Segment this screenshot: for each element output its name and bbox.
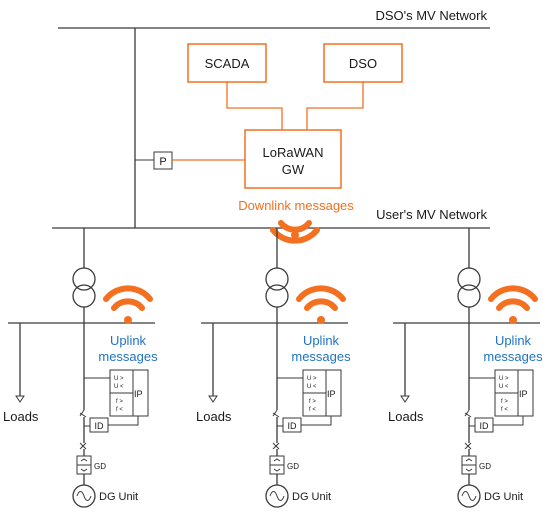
gd-label: GD <box>287 462 299 471</box>
uplink-label-line2: messages <box>98 349 158 364</box>
ip-f-under: f < <box>501 407 508 413</box>
ip-u-under: U < <box>499 384 509 390</box>
ip-label: IP <box>134 389 143 399</box>
uplink-label-line2: messages <box>483 349 543 364</box>
downlink-wifi-icon <box>270 220 320 244</box>
gd-label: GD <box>94 462 106 471</box>
ip-f-over: f > <box>309 399 316 405</box>
gd-label: GD <box>479 462 491 471</box>
dso-to-gateway-link <box>306 82 364 130</box>
ip-u-over: U > <box>499 376 509 382</box>
gateway-label-line1: LoRaWAN <box>263 145 324 160</box>
dso-label: DSO <box>349 56 377 71</box>
loads-label: Loads <box>3 409 39 424</box>
dso-mv-network-label: DSO's MV Network <box>375 8 487 23</box>
gateway-label-line2: GW <box>282 162 305 177</box>
branch-schematic <box>393 228 540 507</box>
branch-schematic <box>8 228 155 507</box>
ip-u-over: U > <box>307 376 317 382</box>
uplink-label-line2: messages <box>291 349 351 364</box>
uplink-label-line1: Uplink <box>110 333 147 348</box>
branch-schematic <box>201 228 348 507</box>
uplink-label-line1: Uplink <box>495 333 532 348</box>
dg-unit-label: DG Unit <box>292 491 331 503</box>
scada-box <box>187 43 267 83</box>
loads-label: Loads <box>196 409 232 424</box>
scada-to-gateway-link <box>226 82 283 130</box>
ip-label: IP <box>327 389 336 399</box>
ip-f-over: f > <box>501 399 508 405</box>
ip-f-over: f > <box>116 399 123 405</box>
id-label: ID <box>480 421 490 431</box>
uplink-label-line1: Uplink <box>303 333 340 348</box>
lorawan-gateway-box <box>244 129 342 189</box>
dg-unit-label: DG Unit <box>99 491 138 503</box>
dg-unit-label: DG Unit <box>484 491 523 503</box>
scada-label: SCADA <box>205 56 250 71</box>
p-box-label: P <box>159 156 166 168</box>
ip-label: IP <box>519 389 528 399</box>
ip-u-over: U > <box>114 376 124 382</box>
downlink-label: Downlink messages <box>238 198 354 213</box>
loads-label: Loads <box>388 409 424 424</box>
user-mv-network-label: User's MV Network <box>376 207 487 222</box>
id-label: ID <box>288 421 298 431</box>
id-label: ID <box>95 421 105 431</box>
ip-f-under: f < <box>116 407 123 413</box>
ip-u-under: U < <box>114 384 124 390</box>
ip-f-under: f < <box>309 407 316 413</box>
ip-u-under: U < <box>307 384 317 390</box>
